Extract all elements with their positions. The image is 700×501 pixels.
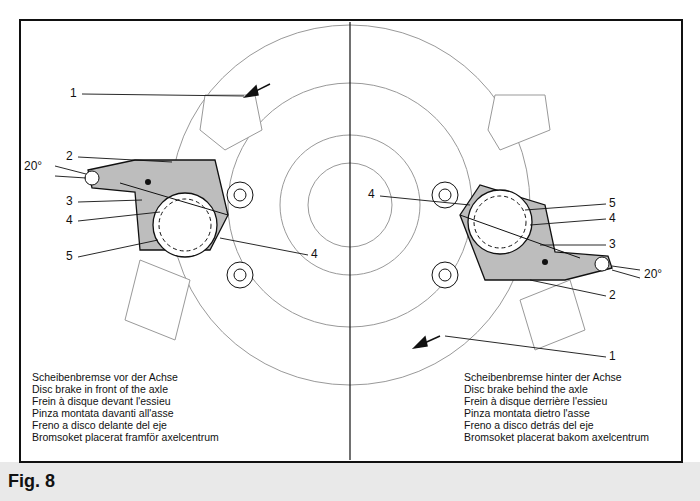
callout-number: 3: [66, 195, 73, 208]
callout-number: 2: [609, 289, 616, 302]
frame: [20, 20, 682, 462]
caliper-behind: [432, 182, 612, 288]
caption-line: Scheibenbremse vor der Achse: [32, 372, 178, 383]
caliper-front: [85, 160, 253, 288]
caption-line: Pinza montata davanti all'asse: [32, 408, 174, 419]
spokes: [125, 95, 585, 350]
caption-line: Frein à disque devant l'essieu: [32, 396, 171, 407]
leader-lines: [55, 94, 640, 357]
caption-line: Freno a disco detrás del eje: [464, 420, 594, 431]
figure-caption: Fig. 8: [8, 472, 55, 491]
callout-number: 5: [66, 250, 73, 263]
caption-line: Freno a disco delante del eje: [32, 420, 167, 431]
caption-line: Disc brake behind the axle: [464, 384, 588, 395]
callout-number: 4: [609, 212, 616, 225]
callout-number: 4: [66, 214, 73, 227]
caption-line: Bromsoket placerat framför axelcentrum: [32, 432, 219, 443]
caption-line: Frein à disque derrière l'essieu: [464, 396, 607, 407]
callout-number: 4: [311, 248, 318, 261]
callout-number: 5: [609, 197, 616, 210]
caption-line: Bromsoket placerat bakom axelcentrum: [464, 432, 649, 443]
callout-number: 2: [66, 150, 73, 163]
caption-line: Disc brake in front of the axle: [32, 384, 168, 395]
callout-number: 20°: [644, 268, 662, 281]
divider: [349, 22, 350, 460]
callout-number: 20°: [24, 160, 42, 173]
rotation-arrows: [245, 84, 440, 348]
callout-number: 1: [609, 350, 616, 363]
callout-number: 1: [70, 87, 77, 100]
callout-number: 4: [368, 188, 375, 201]
caption-line: Scheibenbremse hinter der Achse: [464, 372, 622, 383]
callout-number: 3: [609, 238, 616, 251]
caption-line: Pinza montata dietro l'asse: [464, 408, 590, 419]
